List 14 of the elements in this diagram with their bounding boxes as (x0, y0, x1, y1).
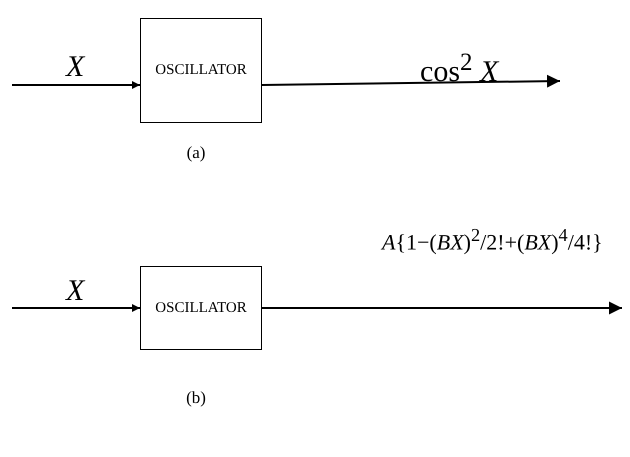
formula-label: A{1−(BX)$^{2}$/2!+(BX)$^{4}$/4!} (382, 226, 603, 254)
signal-label: X (66, 276, 84, 306)
block-label: OSCILLATOR (155, 300, 247, 316)
block-label: OSCILLATOR (155, 62, 247, 79)
signal-label: cos$^{2}$ X (420, 50, 498, 87)
oscillator-block (140, 18, 262, 123)
signal-label: X (66, 52, 84, 82)
oscillator-block (140, 266, 262, 350)
arrow (12, 304, 140, 312)
arrow (262, 74, 560, 88)
figure-caption: (b) (186, 388, 206, 408)
arrow (262, 302, 622, 314)
figure-caption: (a) (186, 143, 206, 163)
arrow (12, 81, 140, 89)
